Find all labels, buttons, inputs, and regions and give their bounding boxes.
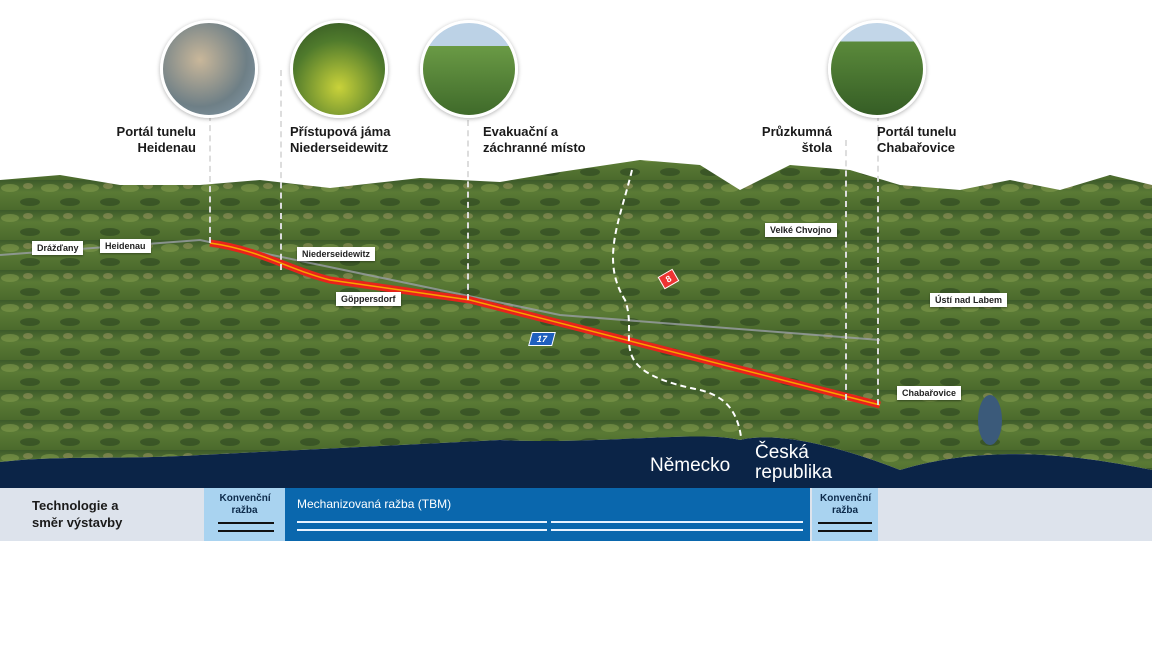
arrow-left-icon <box>818 530 872 532</box>
terrain-map <box>0 160 1152 490</box>
photo-niederseidewitz <box>290 20 388 118</box>
photo-heidenau-portal <box>160 20 258 118</box>
segment-label: Mechanizovaná ražba (TBM) <box>297 497 452 511</box>
road-sign-17: 17 <box>528 332 556 346</box>
legend-title: Technologie a směr výstavby <box>32 498 123 530</box>
leader-line <box>845 140 847 400</box>
arrow-right-icon <box>297 521 547 523</box>
arrow-left-icon <box>218 530 274 532</box>
place-usti: Ústí nad Labem <box>930 293 1008 307</box>
arrow-left-icon <box>551 529 803 531</box>
segment-conventional-right: Konvenční ražba <box>812 488 878 541</box>
country-czech: Česká republika <box>755 442 833 483</box>
sea-band <box>0 436 1152 490</box>
leader-line <box>280 70 282 270</box>
place-velke-chvojno: Velké Chvojno <box>765 223 837 237</box>
place-chabarovice: Chabařovice <box>897 386 962 400</box>
leader-line <box>209 115 211 243</box>
photo-chabarovice <box>828 20 926 118</box>
arrow-left-icon <box>551 521 803 523</box>
arrow-left-icon <box>218 522 274 524</box>
legend-band: Technologie a směr výstavby Konvenční ra… <box>0 488 1152 541</box>
border-line <box>612 169 744 489</box>
segment-conventional-left: Konvenční ražba <box>204 488 285 541</box>
place-goppersdorf: Göppersdorf <box>336 292 401 306</box>
leader-line <box>467 120 469 300</box>
segment-label: Konvenční ražba <box>820 493 872 516</box>
place-heidenau: Heidenau <box>100 239 151 253</box>
country-germany: Německo <box>650 455 731 476</box>
terrain <box>0 160 1152 470</box>
arrow-right-icon <box>297 529 547 531</box>
segment-tbm: Mechanizovaná ražba (TBM) <box>285 488 810 541</box>
arrow-left-icon <box>818 522 872 524</box>
segment-label: Konvenční ražba <box>219 493 271 516</box>
place-niederseidewitz: Niederseidewitz <box>297 247 376 261</box>
place-dresden: Drážďany <box>32 241 84 255</box>
leader-line <box>877 115 879 405</box>
photo-evacuation <box>420 20 518 118</box>
